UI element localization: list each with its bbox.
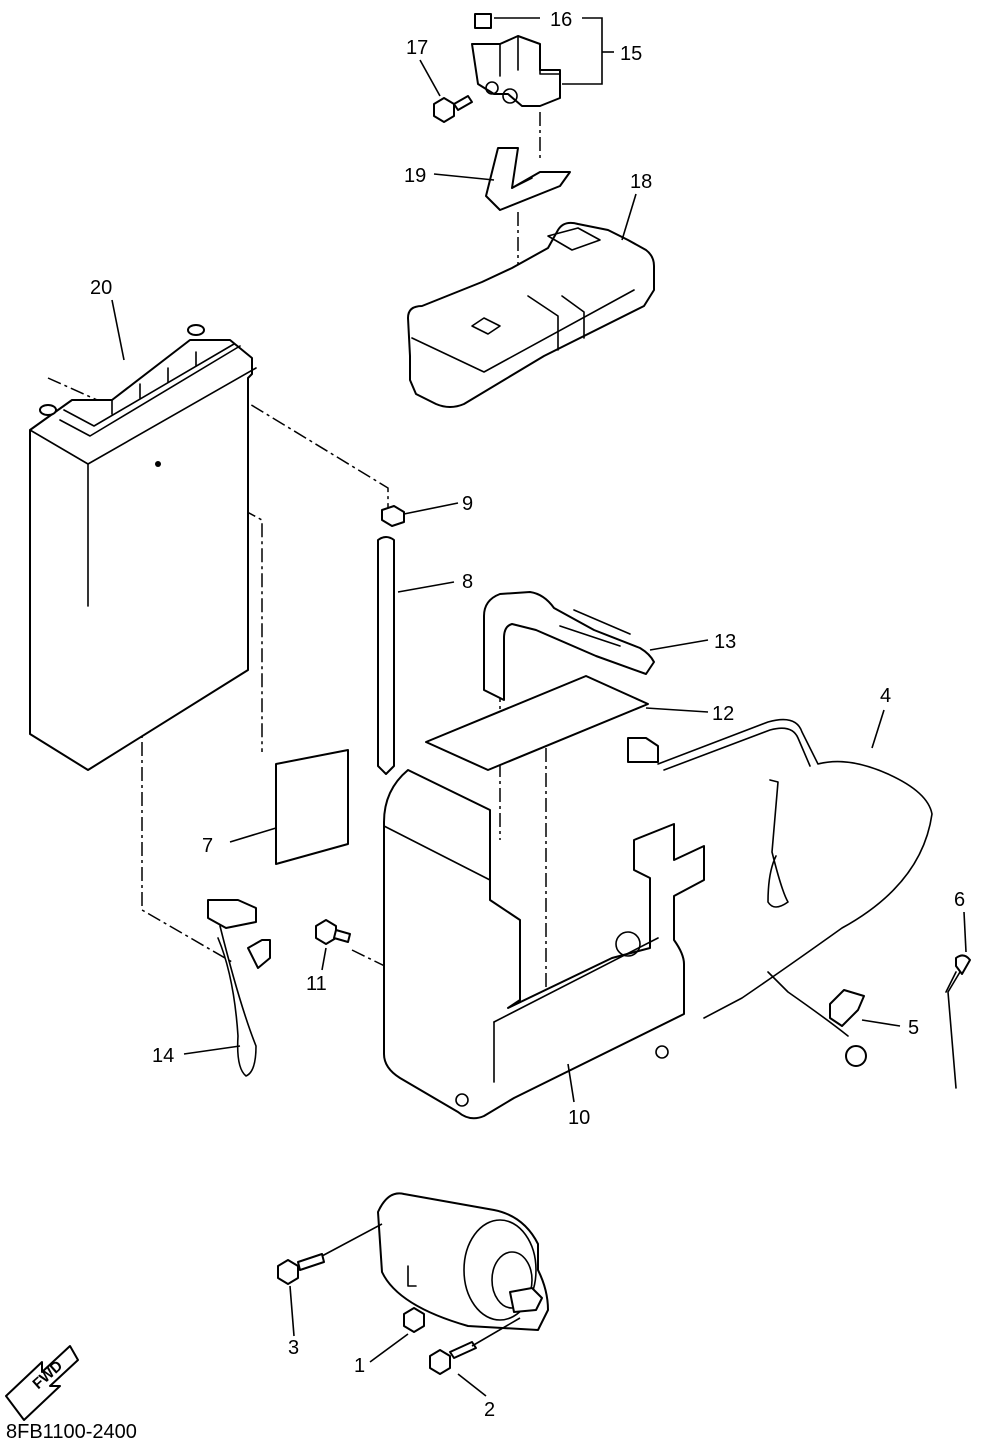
callout-12: 12 xyxy=(712,703,734,725)
callout-20: 20 xyxy=(90,277,112,299)
lead-14 xyxy=(207,899,271,1077)
starter-motor xyxy=(377,1192,549,1331)
callout-13: 13 xyxy=(714,631,736,653)
bolt-11 xyxy=(315,919,351,945)
nut-1 xyxy=(403,1307,425,1333)
bolt-3 xyxy=(277,1253,325,1285)
drawing-code: 8FB1100-2400 xyxy=(6,1421,137,1443)
callout-8: 8 xyxy=(462,571,473,593)
breather-hose xyxy=(377,505,405,775)
callout-18: 18 xyxy=(630,171,652,193)
bolt-17 xyxy=(433,95,473,123)
band-6 xyxy=(945,954,971,1089)
callout-1: 1 xyxy=(354,1355,365,1377)
starter-relay xyxy=(471,13,561,107)
sheet-12 xyxy=(425,675,649,771)
callout-16: 16 xyxy=(550,9,572,31)
battery-cover-18 xyxy=(407,221,655,408)
callout-4: 4 xyxy=(880,685,891,707)
clamp-5 xyxy=(829,989,865,1027)
leader-lines xyxy=(111,17,967,1397)
starter-cable-4 xyxy=(627,718,933,1067)
strap-13 xyxy=(483,591,655,701)
callout-10: 10 xyxy=(568,1107,590,1129)
bolt-2 xyxy=(429,1341,477,1375)
bracket-19 xyxy=(485,147,571,211)
callout-11: 11 xyxy=(306,973,327,995)
callout-15: 15 xyxy=(620,43,642,65)
fwd-arrow-icon: FWD xyxy=(5,1345,79,1421)
callout-19: 19 xyxy=(404,165,426,187)
callout-9: 9 xyxy=(462,493,473,515)
callout-5: 5 xyxy=(908,1017,919,1039)
pad-7 xyxy=(275,749,349,865)
callout-14: 14 xyxy=(152,1045,174,1067)
callout-3: 3 xyxy=(288,1337,299,1359)
callout-labels: 1 2 3 4 5 6 7 8 9 10 11 12 13 14 15 16 1… xyxy=(90,9,965,1421)
battery-20 xyxy=(29,324,257,771)
callout-2: 2 xyxy=(484,1399,495,1421)
battery-case-10 xyxy=(383,769,705,1120)
callout-17: 17 xyxy=(406,37,428,59)
callout-7: 7 xyxy=(202,835,213,857)
callout-6: 6 xyxy=(954,889,965,911)
